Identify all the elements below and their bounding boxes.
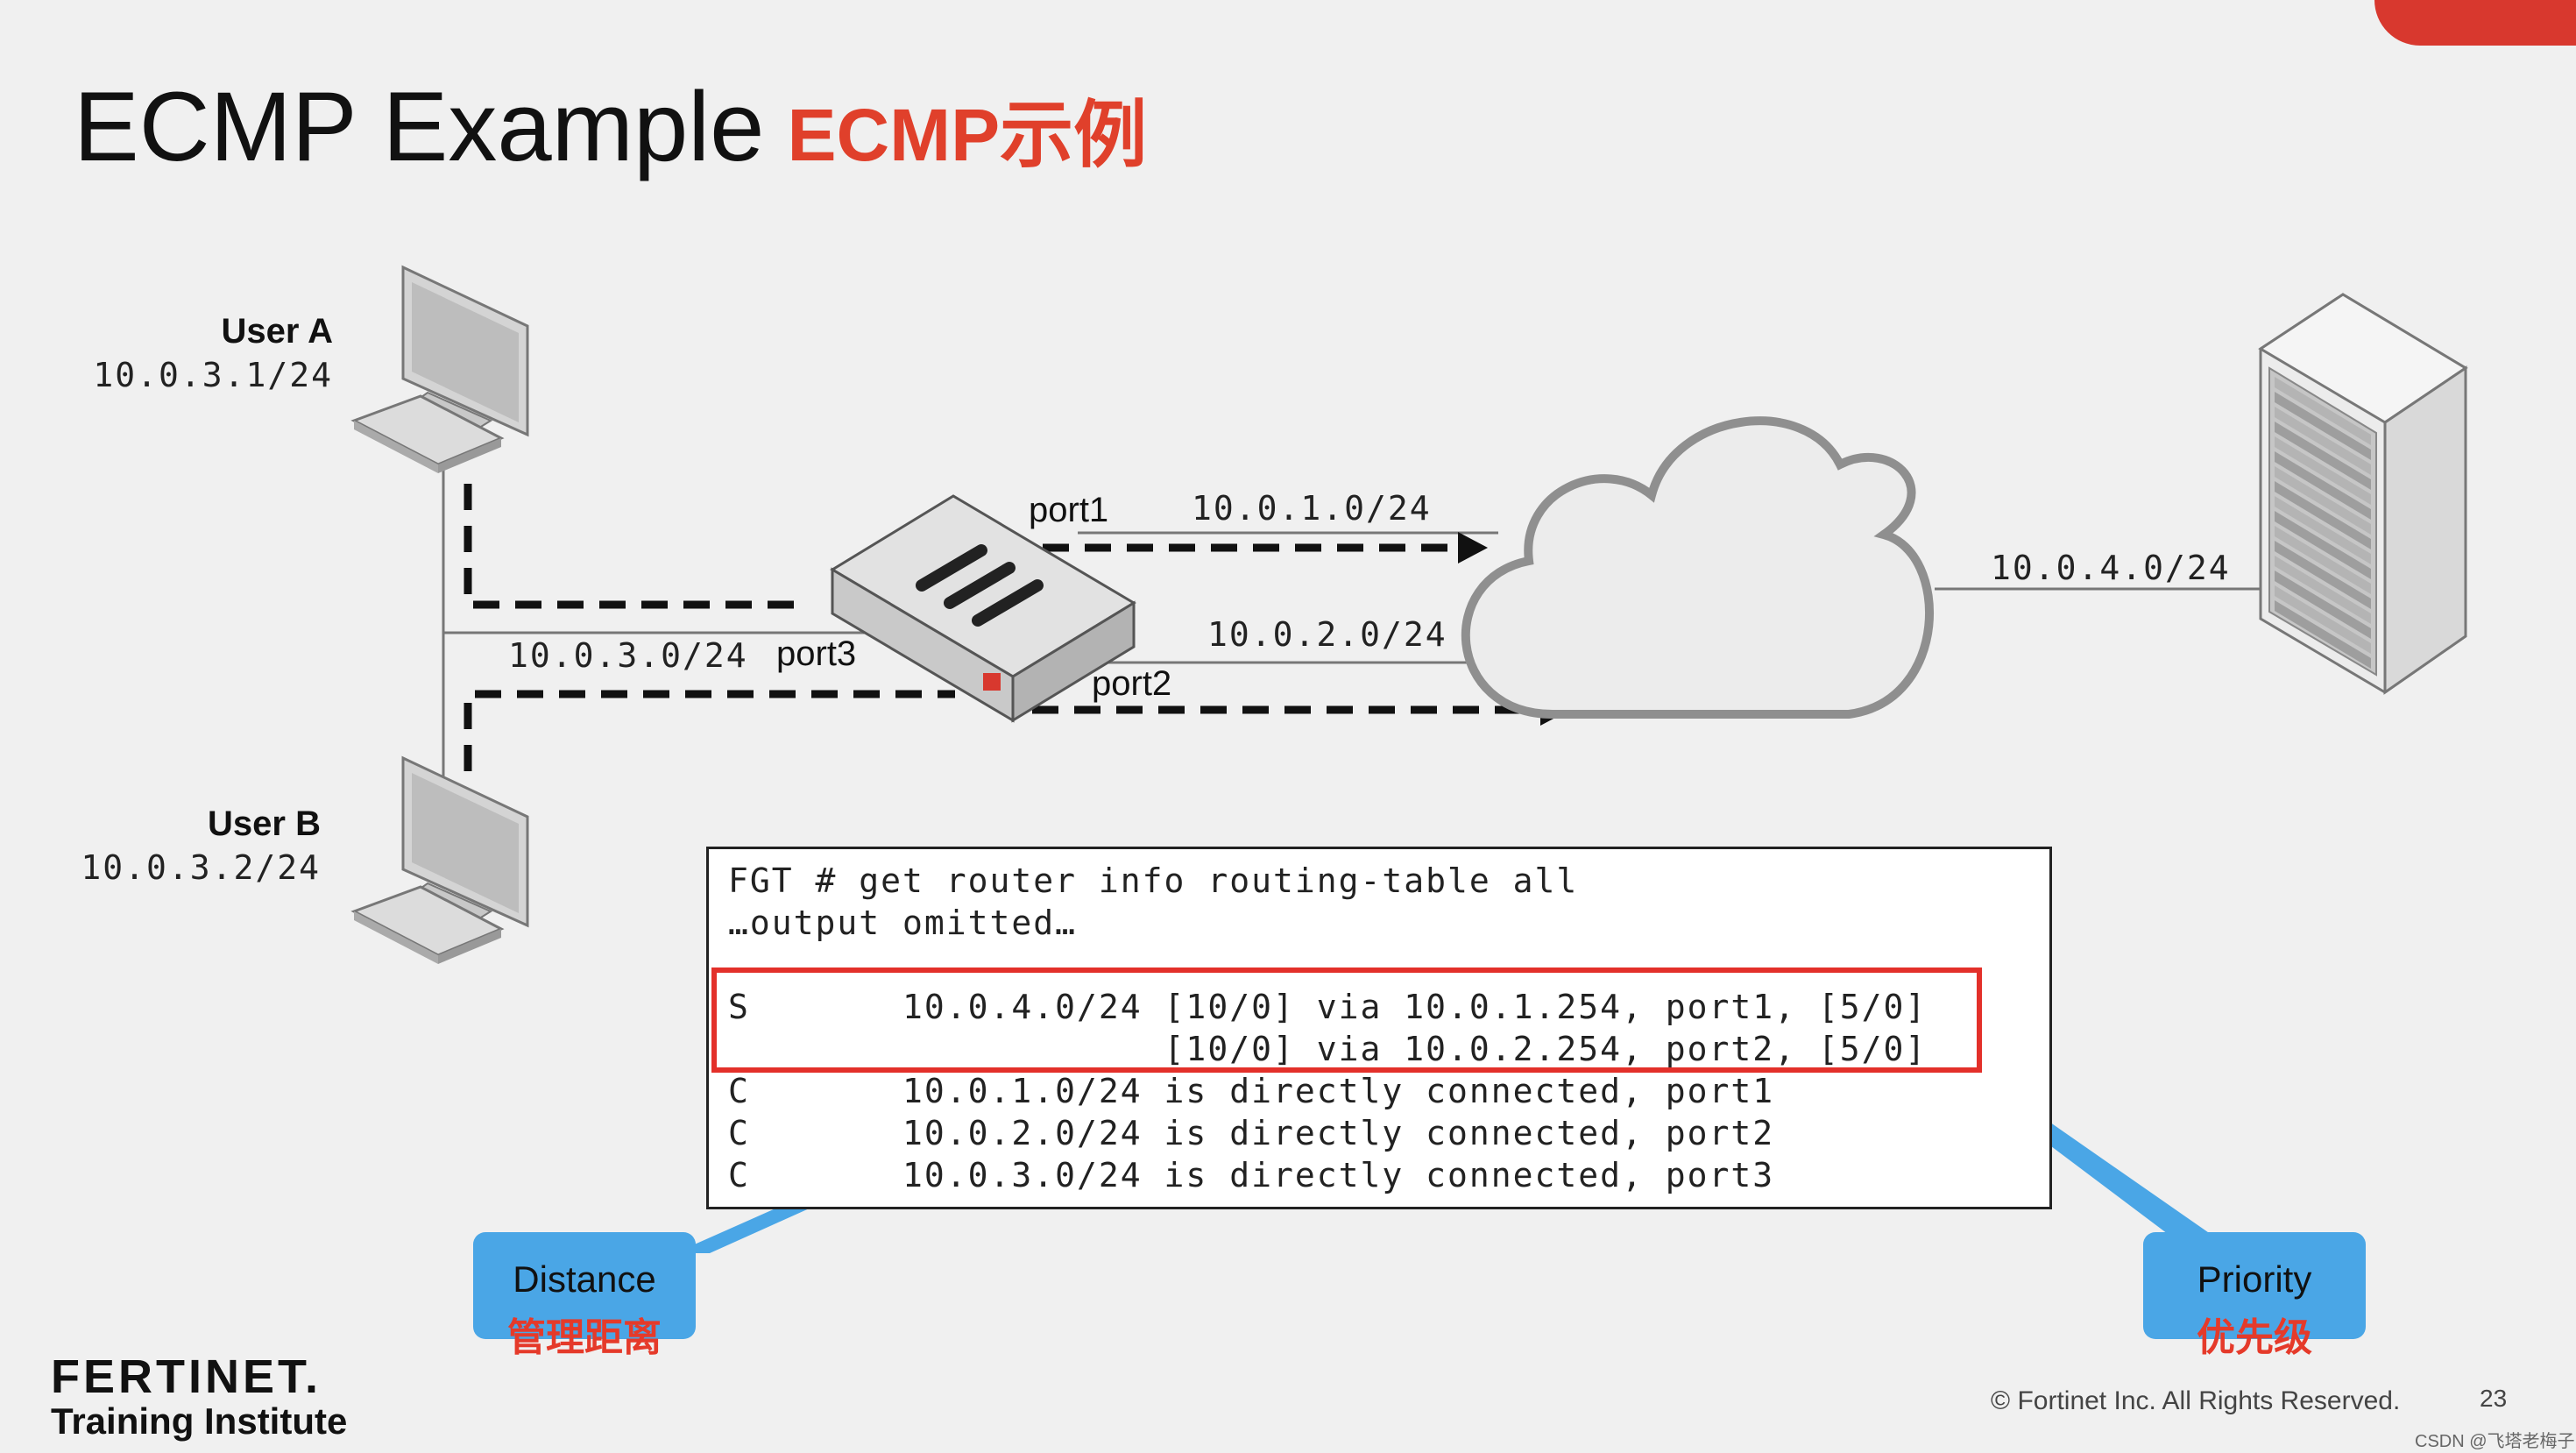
rack-unit [2275,496,2371,564]
distance-callout-en: Distance [513,1258,656,1300]
fortigate-icon [830,494,1136,723]
priority-callout-en: Priority [2197,1258,2312,1300]
port2-subnet: 10.0.2.0/24 [1207,615,1447,654]
routing-table-output: FGT # get router info routing-table all … [706,847,2052,1209]
computer-icon-user-a [350,265,529,473]
cloud-icon [1461,416,1935,719]
computer-icon-user-b [350,755,529,964]
port1-label: port1 [1029,491,1109,529]
rack-unit [2275,466,2371,535]
port3-label: port3 [776,634,857,673]
user-b-name: User B [208,804,321,843]
priority-callout: Priority 优先级 [2143,1232,2366,1359]
rack-unit [2275,422,2371,490]
flow-port1-arrowhead [1458,532,1488,563]
distance-callout-zh: 管理距离 [507,1316,662,1359]
port2-label: port2 [1092,664,1172,703]
corner-accent [2374,0,2576,46]
rack-unit [2275,377,2371,445]
rack-unit [2275,451,2371,520]
slide-title: ECMP Example ECMP示例 [74,70,1147,183]
user-b-ip: 10.0.3.2/24 [81,848,321,887]
flow-user-a [464,484,799,609]
port3-subnet: 10.0.3.0/24 [508,636,748,675]
port1-subnet: 10.0.1.0/24 [1192,489,1432,528]
terminal-line: C 10.0.3.0/24 is directly connected, por… [728,1156,1775,1194]
rack-unit [2275,511,2371,579]
rack-unit [2275,436,2371,505]
rack-unit [2275,392,2371,460]
rack-unit [2275,541,2371,609]
rack-unit [2275,407,2371,475]
ecmp-routes-highlight [711,967,1982,1073]
terminal-line: [10/0] via 10.0.2.254, port2, [5/0] [728,1030,1928,1068]
server-subnet: 10.0.4.0/24 [1991,549,2231,587]
flow-user-b [464,690,955,771]
user-a-name: User A [221,312,333,351]
rack-unit [2275,481,2371,549]
priority-callout-zh: 优先级 [2197,1316,2312,1359]
server-icon [2258,293,2468,695]
copyright-text: © Fortinet Inc. All Rights Reserved. [1991,1386,2401,1415]
rack-unit [2275,526,2371,594]
title-chinese: ECMP示例 [787,94,1148,176]
distance-callout: Distance 管理距离 [473,1232,696,1359]
rack-unit [2275,600,2371,669]
csdn-watermark: CSDN @飞塔老梅子 [2415,1432,2575,1451]
rack-unit [2275,571,2371,639]
terminal-line: C 10.0.1.0/24 is directly connected, por… [728,1072,1775,1110]
training-institute-label: Training Institute [51,1400,348,1442]
terminal-line: C 10.0.2.0/24 is directly connected, por… [728,1114,1775,1152]
rack-unit [2275,556,2371,624]
terminal-line: S 10.0.4.0/24 [10/0] via 10.0.1.254, por… [728,988,1928,1026]
title-english: ECMP Example [74,72,765,181]
rack-unit [2275,585,2371,654]
terminal-line: …output omitted… [728,904,1078,942]
page-number: 23 [2480,1385,2508,1412]
user-a-ip: 10.0.3.1/24 [93,356,333,394]
fortinet-logo: FERTINET. [51,1350,322,1403]
terminal-line: FGT # get router info routing-table all [728,861,1579,900]
